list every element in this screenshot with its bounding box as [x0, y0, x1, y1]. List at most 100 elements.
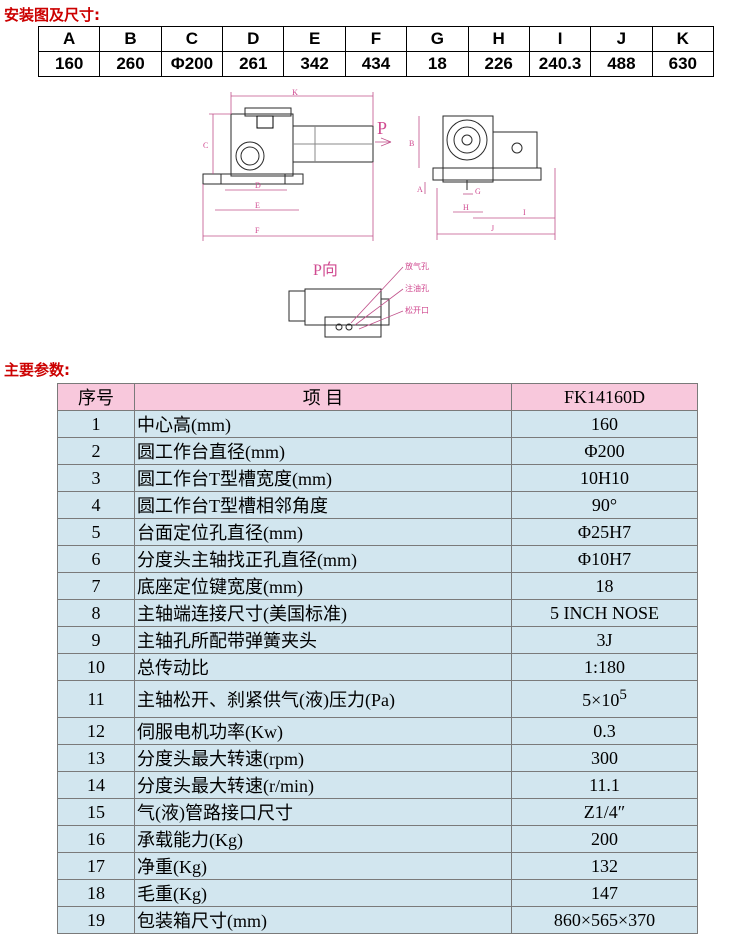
p-view-label: P向 — [313, 261, 338, 279]
row-value: 5×105 — [511, 680, 698, 718]
row-no: 7 — [57, 572, 135, 600]
row-value: 5 INCH NOSE — [511, 599, 698, 627]
row-value: Φ200 — [511, 437, 698, 465]
row-item: 气(液)管路接口尺寸 — [134, 798, 512, 826]
row-value: 10H10 — [511, 464, 698, 492]
front-view-drawing: B A G H I J — [409, 115, 556, 240]
dim-header-d: D — [222, 26, 285, 52]
row-value: 18 — [511, 572, 698, 600]
row-item: 总传动比 — [134, 653, 512, 681]
row-no: 6 — [57, 545, 135, 573]
dim-value-a: 160 — [37, 51, 101, 77]
dim-header-c: C — [160, 26, 224, 52]
row-no: 17 — [57, 852, 135, 880]
row-item: 承载能力(Kg) — [134, 825, 512, 853]
dim-header-a: A — [37, 26, 101, 52]
row-value: 147 — [511, 879, 698, 907]
row-item: 圆工作台T型槽宽度(mm) — [134, 464, 512, 492]
table-row: 18 毛重(Kg) 147 — [57, 879, 698, 907]
table-row: 19 包装箱尺寸(mm) 860×565×370 — [57, 906, 698, 934]
table-row: 11 主轴松开、刹紧供气(液)压力(Pa) 5×105 — [57, 680, 698, 718]
table-row: 14 分度头最大转速(r/min) 11.1 — [57, 771, 698, 799]
table-row: 2 圆工作台直径(mm) Φ200 — [57, 437, 698, 465]
dimension-value-row: 160 260 Φ200 261 342 434 18 226 240.3 48… — [37, 51, 715, 77]
row-item: 毛重(Kg) — [134, 879, 512, 907]
row-item: 主轴松开、刹紧供气(液)压力(Pa) — [134, 680, 512, 718]
header-item: 项 目 — [134, 383, 512, 411]
dim-value-h: 226 — [467, 51, 530, 77]
table-row: 8 主轴端连接尺寸(美国标准) 5 INCH NOSE — [57, 599, 698, 627]
row-value: 1:180 — [511, 653, 698, 681]
side-view-drawing: K C D E F P — [202, 88, 392, 241]
params-section-title: 主要参数: — [4, 361, 70, 379]
front-label-b: B — [409, 139, 414, 148]
dim-header-g: G — [406, 26, 469, 52]
dimension-header-row: A B C D E F G H I J K — [37, 26, 715, 52]
parameters-table: 序号 项 目 FK14160D 1 中心高(mm) 160 2 圆工作台直径(m… — [57, 383, 698, 934]
row-item: 分度头主轴找正孔直径(mm) — [134, 545, 512, 573]
table-row: 1 中心高(mm) 160 — [57, 410, 698, 438]
dim-header-k: K — [651, 26, 715, 52]
row-value: Φ25H7 — [511, 518, 698, 546]
row-item: 中心高(mm) — [134, 410, 512, 438]
side-label-c: C — [203, 141, 208, 150]
row-value: Φ10H7 — [511, 545, 698, 573]
dim-header-j: J — [590, 26, 653, 52]
p-view-drawing: P向 放气孔 注油孔 松开口 — [288, 261, 429, 338]
front-label-j: J — [491, 224, 494, 233]
table-row: 13 分度头最大转速(rpm) 300 — [57, 744, 698, 772]
table-row: 5 台面定位孔直径(mm) Φ25H7 — [57, 518, 698, 546]
row-item: 圆工作台T型槽相邻角度 — [134, 491, 512, 519]
table-row: 16 承载能力(Kg) 200 — [57, 825, 698, 853]
row-item: 主轴孔所配带弹簧夹头 — [134, 626, 512, 654]
table-row: 10 总传动比 1:180 — [57, 653, 698, 681]
row-no: 10 — [57, 653, 135, 681]
side-label-f: F — [255, 226, 260, 235]
row-item: 圆工作台直径(mm) — [134, 437, 512, 465]
row-value: 132 — [511, 852, 698, 880]
row-value-exponent: 5 — [619, 687, 627, 703]
row-value: 200 — [511, 825, 698, 853]
row-no: 12 — [57, 717, 135, 745]
front-label-a: A — [417, 185, 423, 194]
install-section-title: 安装图及尺寸: — [4, 6, 100, 24]
table-row: 3 圆工作台T型槽宽度(mm) 10H10 — [57, 464, 698, 492]
front-label-g: G — [475, 187, 481, 196]
row-no: 3 — [57, 464, 135, 492]
dim-value-k: 630 — [651, 51, 715, 77]
dim-value-d: 261 — [222, 51, 285, 77]
front-label-i: I — [523, 208, 526, 217]
row-no: 8 — [57, 599, 135, 627]
parameters-header-row: 序号 项 目 FK14160D — [57, 383, 698, 411]
dim-header-e: E — [283, 26, 346, 52]
row-item: 净重(Kg) — [134, 852, 512, 880]
table-row: 6 分度头主轴找正孔直径(mm) Φ10H7 — [57, 545, 698, 573]
dim-value-j: 488 — [590, 51, 653, 77]
row-item: 底座定位键宽度(mm) — [134, 572, 512, 600]
row-item: 包装箱尺寸(mm) — [134, 906, 512, 934]
row-value: 90° — [511, 491, 698, 519]
row-no: 15 — [57, 798, 135, 826]
row-item: 分度头最大转速(rpm) — [134, 744, 512, 772]
row-no: 1 — [57, 410, 135, 438]
port-loosen-label: 松开口 — [405, 305, 429, 315]
row-item: 台面定位孔直径(mm) — [134, 518, 512, 546]
dim-value-e: 342 — [283, 51, 346, 77]
row-no: 19 — [57, 906, 135, 934]
row-value-base: 5×10 — [582, 690, 620, 710]
row-value: 160 — [511, 410, 698, 438]
table-row: 12 伺服电机功率(Kw) 0.3 — [57, 717, 698, 745]
dim-header-f: F — [344, 26, 408, 52]
dim-value-i: 240.3 — [528, 51, 592, 77]
row-value: 0.3 — [511, 717, 698, 745]
row-value: 11.1 — [511, 771, 698, 799]
table-row: 7 底座定位键宽度(mm) 18 — [57, 572, 698, 600]
row-value: 300 — [511, 744, 698, 772]
row-no: 18 — [57, 879, 135, 907]
row-no: 9 — [57, 626, 135, 654]
side-label-e: E — [255, 201, 260, 210]
row-item: 伺服电机功率(Kw) — [134, 717, 512, 745]
table-row: 17 净重(Kg) 132 — [57, 852, 698, 880]
header-no: 序号 — [57, 383, 135, 411]
dimension-table: A B C D E F G H I J K 160 260 Φ200 261 3… — [37, 26, 715, 77]
